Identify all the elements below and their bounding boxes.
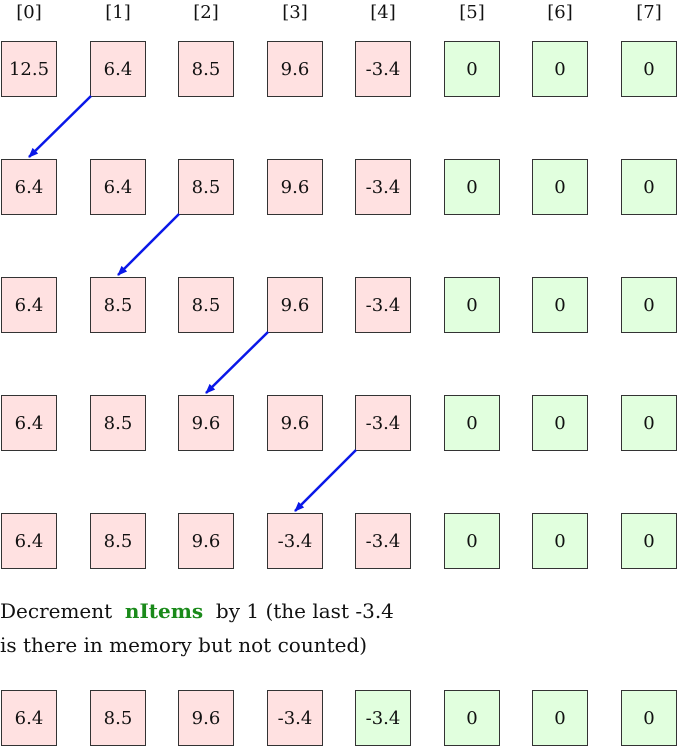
array-cell: 8.5 <box>90 513 146 569</box>
array-cell: 0 <box>532 395 588 451</box>
index-label: [0] <box>16 2 42 23</box>
array-cell: 9.6 <box>267 159 323 215</box>
array-cell: 9.6 <box>267 41 323 97</box>
array-cell: 0 <box>532 277 588 333</box>
array-cell: 9.6 <box>267 277 323 333</box>
array-cell: -3.4 <box>267 513 323 569</box>
array-cell: 9.6 <box>267 395 323 451</box>
shift-arrow <box>117 213 180 276</box>
index-label: [7] <box>636 2 662 23</box>
array-cell: 0 <box>444 513 500 569</box>
array-cell: 9.6 <box>178 395 234 451</box>
array-cell: 0 <box>444 41 500 97</box>
array-cell: -3.4 <box>267 690 323 746</box>
index-label: [4] <box>370 2 396 23</box>
shift-arrow <box>294 449 357 512</box>
array-cell: 9.6 <box>178 513 234 569</box>
array-cell: 0 <box>621 277 677 333</box>
array-cell: -3.4 <box>355 159 411 215</box>
array-cell: 0 <box>621 513 677 569</box>
index-label: [5] <box>459 2 485 23</box>
index-label: [2] <box>193 2 219 23</box>
shift-arrow <box>28 95 92 158</box>
array-cell: 0 <box>621 395 677 451</box>
array-cell: 9.6 <box>178 690 234 746</box>
array-cell: 0 <box>532 159 588 215</box>
caption-before: Decrement <box>0 599 113 623</box>
array-cell: -3.4 <box>355 513 411 569</box>
array-cell: 8.5 <box>90 277 146 333</box>
array-cell: 6.4 <box>1 513 57 569</box>
array-cell: 0 <box>532 690 588 746</box>
array-cell: -3.4 <box>355 277 411 333</box>
array-cell: -3.4 <box>355 690 411 746</box>
array-cell: 0 <box>444 277 500 333</box>
shift-arrow <box>205 331 269 394</box>
array-cell: 8.5 <box>90 395 146 451</box>
array-cell: 6.4 <box>90 159 146 215</box>
index-label: [1] <box>105 2 131 23</box>
array-cell: 6.4 <box>1 159 57 215</box>
array-cell: 8.5 <box>178 159 234 215</box>
array-cell: 6.4 <box>1 690 57 746</box>
array-cell: 6.4 <box>1 277 57 333</box>
array-cell: 0 <box>532 513 588 569</box>
array-cell: 0 <box>532 41 588 97</box>
caption-line-1: Decrement nItems by 1 (the last -3.4 <box>0 598 394 624</box>
array-cell: 8.5 <box>178 41 234 97</box>
array-cell: 8.5 <box>178 277 234 333</box>
array-cell: 0 <box>444 395 500 451</box>
caption-line-2: is there in memory but not counted) <box>0 633 368 657</box>
array-cell: -3.4 <box>355 395 411 451</box>
array-cell: -3.4 <box>355 41 411 97</box>
array-cell: 0 <box>444 159 500 215</box>
array-cell: 8.5 <box>90 690 146 746</box>
array-cell: 0 <box>621 690 677 746</box>
caption-after: by 1 (the last -3.4 <box>215 599 394 623</box>
index-label: [3] <box>282 2 308 23</box>
array-cell: 6.4 <box>90 41 146 97</box>
index-label: [6] <box>547 2 573 23</box>
nitems-keyword: nItems <box>124 599 204 623</box>
array-cell: 12.5 <box>1 41 57 97</box>
array-cell: 6.4 <box>1 395 57 451</box>
array-cell: 0 <box>621 159 677 215</box>
